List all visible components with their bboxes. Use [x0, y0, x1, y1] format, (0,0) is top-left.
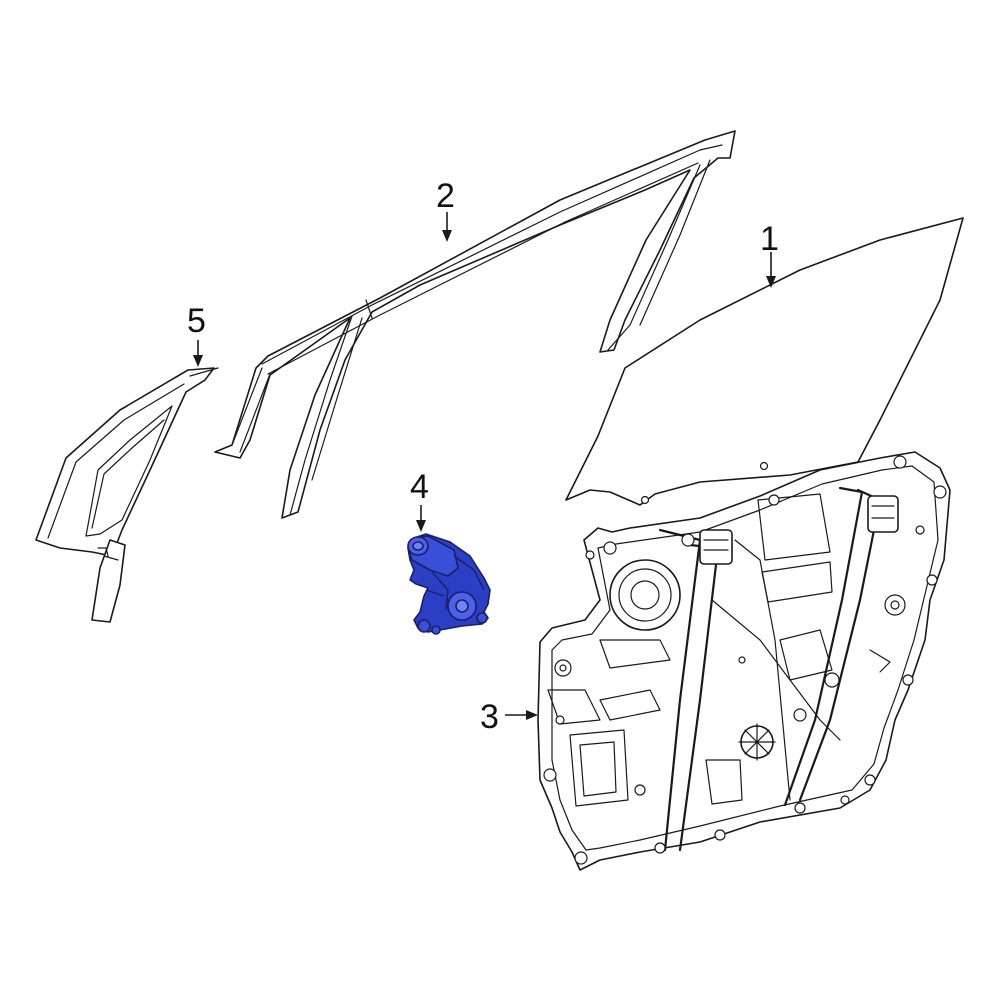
part-4-window-motor[interactable] — [407, 533, 491, 635]
callout-2: 2 — [436, 177, 455, 215]
part-1-door-glass[interactable] — [565, 217, 964, 506]
part-2-window-run-channel[interactable] — [214, 130, 736, 519]
callout-3: 3 — [480, 698, 499, 736]
glass-mounting-hole — [640, 495, 650, 505]
callout-1: 1 — [760, 220, 779, 258]
callout-4: 4 — [410, 468, 429, 506]
callout-5: 5 — [187, 302, 206, 340]
leader-lines — [193, 212, 776, 720]
glass-mounting-hole — [759, 461, 769, 471]
part-3-door-module-panel[interactable] — [537, 451, 951, 871]
part-5-vent-glass[interactable] — [35, 367, 219, 623]
